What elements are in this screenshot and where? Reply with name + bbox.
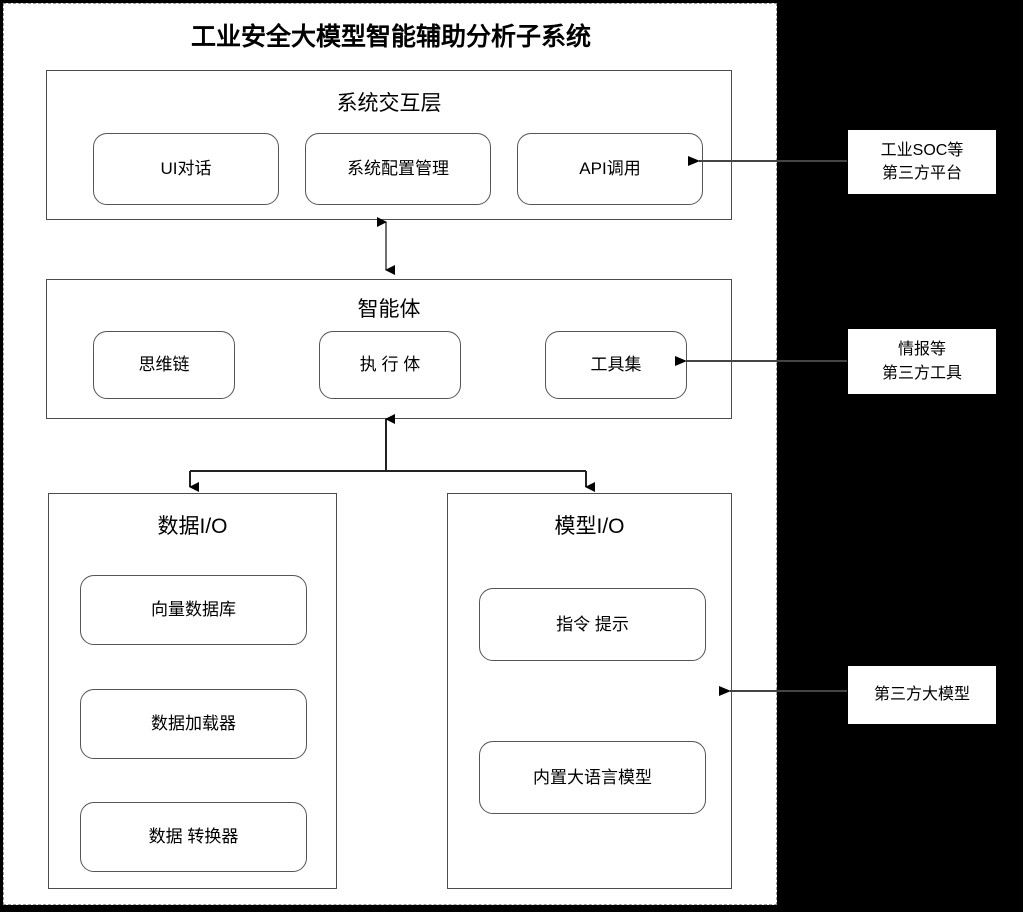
ext-llm-line1: 第三方大模型 <box>873 686 970 704</box>
ext-third-party-platform[interactable]: 工业SOC等 第三方平台 <box>847 129 997 195</box>
node-vector-db[interactable]: 向量数据库 <box>80 575 307 645</box>
node-prompt[interactable]: 指令 提示 <box>479 588 706 661</box>
node-config-mgmt[interactable]: 系统配置管理 <box>305 133 491 205</box>
layer-interaction-title: 系统交互层 <box>336 92 442 115</box>
layer-model-io-title: 模型I/O <box>554 515 625 538</box>
ext-third-party-llm[interactable]: 第三方大模型 <box>847 665 997 725</box>
node-toolset[interactable]: 工具集 <box>545 331 687 399</box>
ext-platform-line2: 第三方平台 <box>881 165 962 182</box>
layer-data-io: 数据I/O 向量数据库 数据加载器 数据 转换器 <box>48 493 337 889</box>
layer-interaction: 系统交互层 UI对话 系统配置管理 API调用 <box>46 70 732 220</box>
node-data-loader[interactable]: 数据加载器 <box>80 689 307 759</box>
layer-data-io-title: 数据I/O <box>157 515 228 538</box>
node-executor[interactable]: 执 行 体 <box>319 331 461 399</box>
node-chain-of-thought[interactable]: 思维链 <box>93 331 235 399</box>
layer-model-io: 模型I/O 指令 提示 内置大语言模型 <box>447 493 732 889</box>
layer-agent-title: 智能体 <box>357 298 421 321</box>
ext-tools-line2: 第三方工具 <box>881 364 962 382</box>
node-ui-dialog[interactable]: UI对话 <box>93 133 279 205</box>
ext-third-party-tools[interactable]: 情报等 第三方工具 <box>847 328 997 395</box>
ext-platform-line1: 工业SOC等 <box>880 141 964 159</box>
page-title: 工业安全大模型智能辅助分析子系统 <box>190 23 591 51</box>
node-builtin-llm[interactable]: 内置大语言模型 <box>479 741 706 814</box>
node-api-call[interactable]: API调用 <box>517 133 703 205</box>
node-data-transformer[interactable]: 数据 转换器 <box>80 802 307 872</box>
layer-agent: 智能体 思维链 执 行 体 工具集 <box>46 279 732 419</box>
subsystem-panel: 工业安全大模型智能辅助分析子系统 系统交互层 UI对话 系统配置管理 API调用… <box>3 3 777 905</box>
ext-tools-line1: 情报等 <box>897 341 946 359</box>
